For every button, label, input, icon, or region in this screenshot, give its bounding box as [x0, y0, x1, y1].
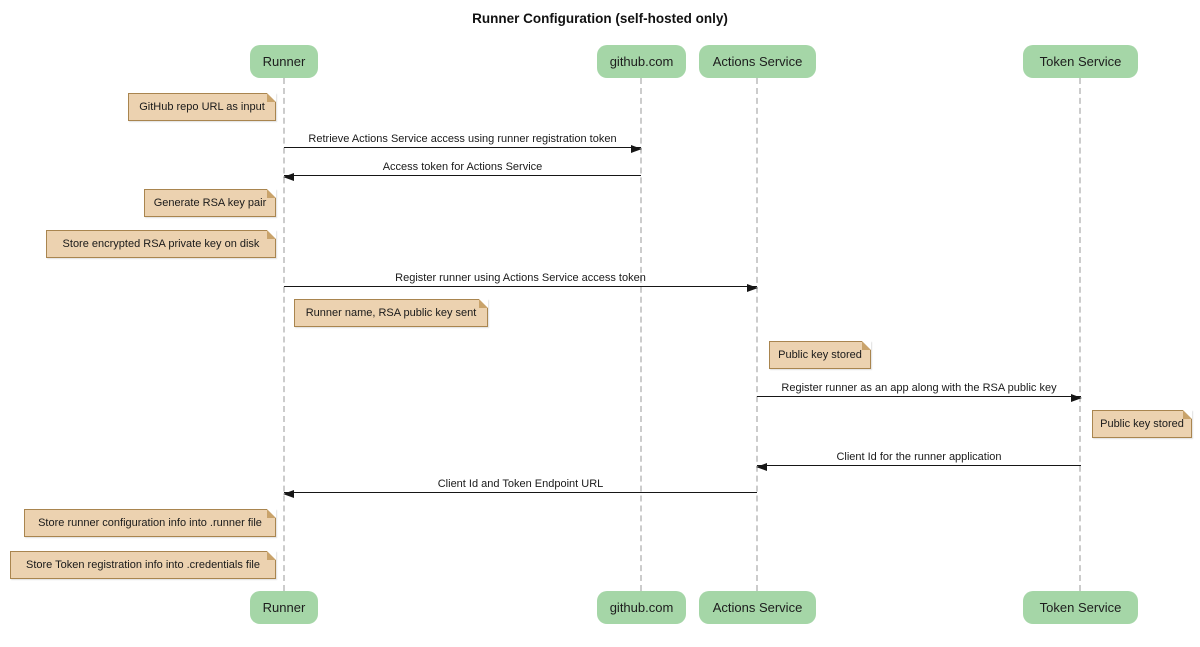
note-text: Store Token registration info into .cred…	[26, 559, 260, 571]
participant-github-com-top: github.com	[597, 45, 686, 78]
note-github-repo-url: GitHub repo URL as input	[128, 93, 276, 121]
note-store-private-key: Store encrypted RSA private key on disk	[46, 230, 276, 258]
note-fold-corner	[267, 230, 276, 239]
message-line	[284, 492, 757, 493]
participant-runner-bottom: Runner	[250, 591, 318, 624]
arrowhead-right-icon	[1071, 394, 1082, 402]
arrowhead-left-icon	[283, 173, 294, 181]
note-fold-corner	[267, 189, 276, 198]
message-line	[284, 147, 641, 148]
lifeline-runner	[283, 78, 285, 591]
note-fold-corner	[267, 93, 276, 102]
diagram-title: Runner Configuration (self-hosted only)	[472, 11, 728, 26]
lifeline-actions-service	[756, 78, 758, 591]
note-public-key-stored-actions: Public key stored	[769, 341, 871, 369]
note-fold-corner	[862, 341, 871, 350]
note-text: Generate RSA key pair	[153, 197, 267, 209]
participant-token-service-top: Token Service	[1023, 45, 1138, 78]
arrowhead-left-icon	[283, 490, 294, 498]
note-text: GitHub repo URL as input	[139, 101, 265, 113]
participant-actions-service-top: Actions Service	[699, 45, 816, 78]
message-client-id-returned: Client Id for the runner application	[756, 448, 1081, 471]
message-label: Client Id for the runner application	[836, 451, 1002, 463]
note-fold-corner	[479, 299, 488, 308]
message-access-token-returned: Access token for Actions Service	[283, 158, 641, 181]
participant-runner-top: Runner	[250, 45, 318, 78]
message-retrieve-actions-access: Retrieve Actions Service access using ru…	[284, 130, 642, 153]
participant-github-com-bottom: github.com	[597, 591, 686, 624]
note-generate-rsa-key-pair: Generate RSA key pair	[144, 189, 276, 217]
note-fold-corner	[267, 551, 276, 560]
message-client-id-token-endpoint: Client Id and Token Endpoint URL	[283, 475, 757, 498]
message-label: Register runner as an app along with the…	[781, 382, 1057, 394]
participant-actions-service-bottom: Actions Service	[699, 591, 816, 624]
arrowhead-right-icon	[747, 284, 758, 292]
message-line	[757, 465, 1081, 466]
note-fold-corner	[1183, 410, 1192, 419]
message-label: Retrieve Actions Service access using ru…	[308, 133, 617, 145]
arrowhead-left-icon	[756, 463, 767, 471]
message-label: Access token for Actions Service	[382, 161, 543, 173]
participant-token-service-bottom: Token Service	[1023, 591, 1138, 624]
lifeline-github-com	[640, 78, 642, 591]
note-text: Public key stored	[778, 349, 862, 361]
arrowhead-right-icon	[631, 145, 642, 153]
note-store-runner-file: Store runner configuration info into .ru…	[24, 509, 276, 537]
message-line	[284, 175, 641, 176]
message-line	[284, 286, 757, 287]
message-register-runner: Register runner using Actions Service ac…	[284, 269, 758, 292]
note-fold-corner	[267, 509, 276, 518]
note-store-credentials-file: Store Token registration info into .cred…	[10, 551, 276, 579]
note-text: Store encrypted RSA private key on disk	[62, 238, 260, 250]
note-text: Store runner configuration info into .ru…	[38, 517, 262, 529]
note-runner-name-public-key-sent: Runner name, RSA public key sent	[294, 299, 488, 327]
message-line	[757, 396, 1081, 397]
message-label: Register runner using Actions Service ac…	[395, 272, 646, 284]
note-public-key-stored-token: Public key stored	[1092, 410, 1192, 438]
message-register-runner-as-app: Register runner as an app along with the…	[757, 379, 1082, 402]
note-text: Runner name, RSA public key sent	[305, 307, 477, 319]
message-label: Client Id and Token Endpoint URL	[437, 478, 604, 490]
lifeline-token-service	[1079, 78, 1081, 591]
note-text: Public key stored	[1100, 418, 1184, 430]
